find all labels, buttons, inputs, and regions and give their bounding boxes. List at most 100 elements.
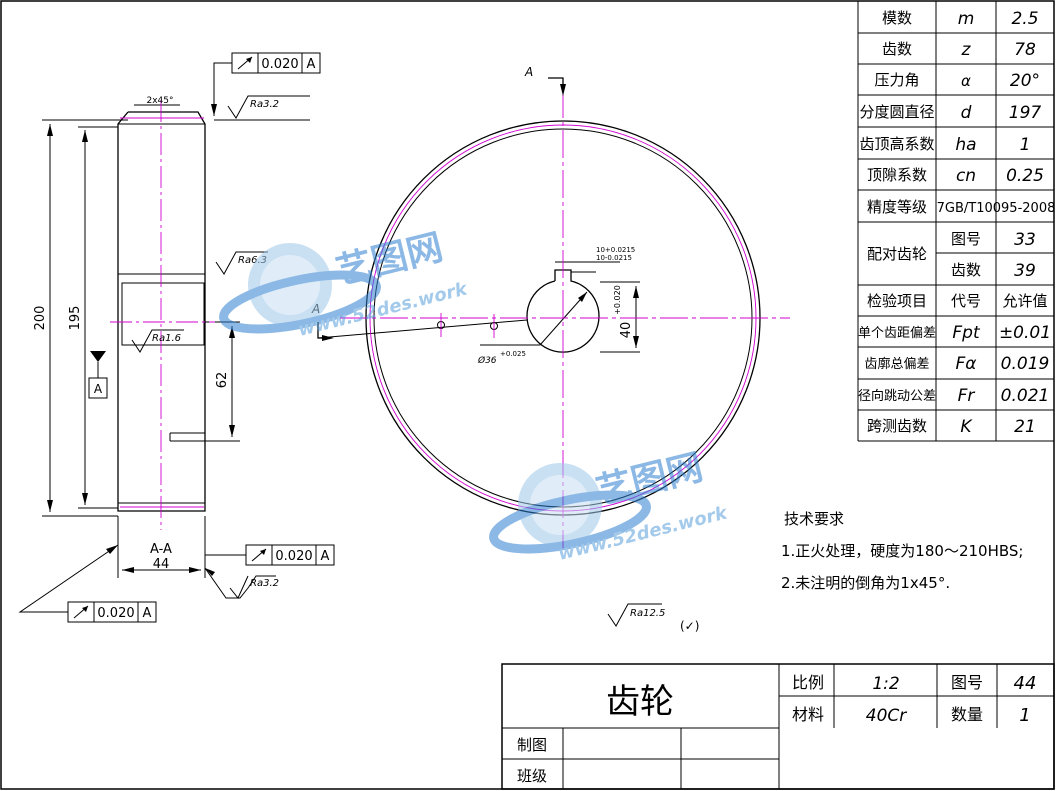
keyway-tol-lower: 10-0.0215: [596, 254, 632, 262]
inspection-value: 21: [1014, 417, 1036, 437]
front-arrows: [322, 84, 639, 348]
dim-62: 62: [215, 372, 230, 389]
param-value: 20°: [1010, 71, 1040, 91]
drawing-no-value: 44: [1014, 673, 1037, 694]
param-symbol: α: [961, 72, 971, 90]
material-label: 材料: [792, 705, 824, 724]
watermark-logo: [489, 463, 651, 554]
chamfer-label: 2x45°: [146, 96, 173, 106]
bore-tol: +0.025: [500, 350, 526, 358]
ra-other: (✓): [680, 619, 699, 633]
param-name: 齿顶高系数: [859, 135, 934, 153]
param-value: 0.25: [1006, 166, 1044, 186]
inspection-value: ±0.01: [999, 323, 1051, 343]
tech-requirements: 技术要求 1.正火处理，硬度为180～210HBS; 2.未注明的倒角为1x45…: [781, 510, 1023, 592]
inspection-header-symbol: 代号: [951, 292, 981, 310]
mating-name: 配对齿轮: [867, 245, 927, 263]
inspection-name: 齿廓总偏差: [864, 356, 929, 372]
param-value: 78: [1014, 40, 1036, 60]
param-value: 2.5: [1011, 9, 1038, 29]
title-block-text: 齿轮 比例 1:2 图号 44 材料 40Cr 数量 1 制图 班级: [517, 673, 1036, 785]
side-view: [42, 104, 240, 578]
inspection-value: 0.019: [1001, 354, 1050, 374]
roughness-top: Ra3.2: [214, 95, 310, 121]
watermark-logo: [219, 243, 381, 334]
ra-general: Ra12.5: [630, 608, 665, 619]
roughness-key: Ra1.6: [131, 329, 184, 353]
precision-name: 精度等级: [867, 198, 927, 216]
param-symbol: cn: [956, 166, 976, 186]
fcf-mid: 0.020 A: [205, 544, 335, 566]
hub-tol: +0.020: [613, 285, 622, 315]
ra-key: Ra1.6: [152, 333, 181, 344]
section-label: A-A: [150, 542, 172, 557]
precision-value: 7GB/T10095-2008: [937, 201, 1056, 216]
datum-ref: A: [307, 57, 316, 72]
dim-44: 44: [153, 557, 170, 572]
tech-title: 技术要求: [784, 510, 844, 528]
mating-teeth-value: 39: [1014, 261, 1036, 281]
inspection-symbol: Fpt: [952, 323, 981, 343]
param-value: 197: [1009, 103, 1042, 123]
roughness-bottom: Ra3.2: [204, 567, 279, 599]
params-table: [857, 1, 1054, 442]
section-mark-top: A: [524, 65, 533, 79]
inspection-symbol: K: [960, 417, 973, 437]
param-name: 压力角: [874, 71, 919, 89]
ra-bottom: Ra3.2: [250, 578, 279, 589]
param-symbol: ha: [955, 135, 976, 155]
inspection-header-value: 允许值: [1002, 292, 1047, 310]
datum-ref: A: [143, 606, 152, 621]
watermark: 艺图网 www.52des.work: [489, 447, 730, 565]
mating-drawing-value: 33: [1014, 230, 1036, 250]
mating-teeth-label: 齿数: [951, 261, 981, 279]
runout-value: 0.020: [275, 549, 312, 564]
inspection-symbol: Fr: [958, 386, 976, 406]
watermark-brand: 艺图网: [332, 227, 447, 293]
fcf-bottom: 0.020 A: [18, 544, 157, 623]
param-value: 1: [1020, 135, 1031, 155]
inspection-name: 跨测齿数: [867, 417, 927, 435]
param-symbol: d: [961, 103, 972, 123]
datum-ref: A: [321, 549, 330, 564]
roughness-bore: Ra6.3: [215, 251, 268, 275]
param-name: 顶隙系数: [867, 166, 927, 184]
side-centrelines: [110, 100, 215, 530]
inspection-header-name: 检验项目: [867, 292, 927, 310]
dim-195: 195: [68, 306, 83, 331]
keyway-tol-upper: 10+0.0215: [596, 246, 635, 254]
side-dim-arrows: [47, 124, 235, 573]
scale-label: 比例: [792, 673, 824, 692]
part-name: 齿轮: [606, 682, 674, 722]
params-table-text: 模数 m 2.5 齿数 z 78 压力角 α 20° 分度圆直径 d 197 齿…: [858, 9, 1055, 437]
inspection-name: 单个齿距偏差: [858, 326, 936, 341]
bore-dim: Ø36: [477, 355, 497, 366]
param-symbol: m: [958, 9, 975, 29]
mating-drawing-label: 图号: [951, 230, 981, 248]
param-symbol: z: [961, 40, 972, 60]
ra-bore: Ra6.3: [238, 255, 267, 266]
drawn-label: 制图: [517, 736, 547, 754]
material-value: 40Cr: [866, 706, 908, 726]
runout-value: 0.020: [97, 606, 134, 621]
tech-item: 2.未注明的倒角为1x45°.: [781, 574, 950, 592]
side-dim-text: 200 195 62 44 A-A 2x45°: [33, 96, 230, 572]
title-block: [501, 663, 1055, 790]
roughness-general: Ra12.5 (✓): [607, 603, 699, 633]
inspection-symbol: Fα: [956, 354, 977, 374]
quantity-value: 1: [1019, 705, 1030, 726]
drawing-no-label: 图号: [951, 673, 983, 692]
ra-top: Ra3.2: [250, 99, 279, 110]
datum-label: A: [94, 382, 103, 396]
scale-value: 1:2: [872, 674, 899, 694]
param-name: 模数: [882, 9, 912, 27]
inspection-value: 0.021: [1001, 386, 1050, 406]
quantity-label: 数量: [951, 705, 983, 724]
runout-value: 0.020: [261, 57, 298, 72]
class-label: 班级: [517, 767, 547, 785]
param-name: 分度圆直径: [859, 103, 934, 121]
dim-200: 200: [33, 306, 48, 331]
datum-marker: A: [88, 351, 108, 399]
param-name: 齿数: [882, 40, 912, 58]
